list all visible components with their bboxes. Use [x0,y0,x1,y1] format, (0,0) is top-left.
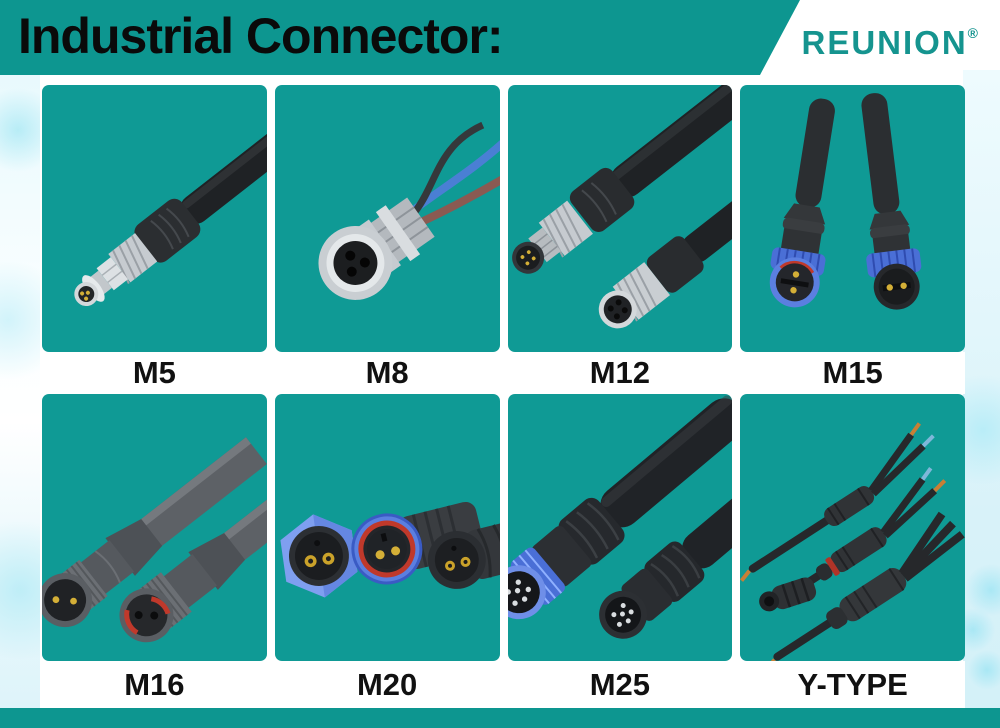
product-photo-m8 [274,85,500,352]
m20-connector-photo [280,501,500,598]
m15-connector-photo [770,93,922,310]
product-card-m15: M15 [740,85,965,394]
product-label-m8: M8 [274,352,500,394]
m5-connector [74,103,267,307]
left-circuit-decoration [0,70,40,710]
m15-female-connector [770,98,836,308]
product-photo-m16 [42,394,267,661]
product-card-m16: M16 [42,394,267,708]
product-photo-y-type [740,394,965,661]
m12-female-connector [598,158,733,329]
product-card-m20: M20 [274,394,500,708]
product-photo-m25 [507,394,733,661]
product-photo-m5 [42,85,267,352]
product-card-m5: M5 [42,85,267,394]
product-card-m8: M8 [274,85,500,394]
brand-logo: REUNION® [801,24,978,62]
y-type-splitter-photo [740,422,965,661]
product-label-m12: M12 [507,352,733,394]
product-label-m15: M15 [740,352,965,394]
m12-male-connector [511,85,733,274]
m16-female-connector [119,451,267,643]
page-title: Industrial Connector: [18,8,504,64]
m20-male-connector [351,501,484,585]
product-photo-m20 [274,394,500,661]
product-card-y-type: Y-TYPE [740,394,965,708]
m25-connector-photo [507,395,733,639]
y-splitter-top [740,422,936,582]
y-splitter-bottom [763,511,965,661]
m5-connector-photo [74,103,267,307]
product-card-m25: M25 [507,394,733,708]
m12-connector-photo [511,85,733,329]
header-banner: Industrial Connector: [0,0,800,75]
m16-connector-photo [42,437,267,643]
footer-bar [0,708,1000,728]
m15-male-connector [861,93,922,310]
m20-panel-mount-connector [280,514,358,598]
registered-trademark-icon: ® [967,25,978,41]
product-grid: M5 [42,85,965,708]
m20-female-connector [427,516,500,589]
small-coupler [759,577,817,612]
m8-connector [318,197,435,300]
product-photo-m12 [507,85,733,352]
product-label-m20: M20 [274,661,500,708]
product-card-m12: M12 [507,85,733,394]
m25-blue-ring-connector [507,395,733,620]
product-label-y-type: Y-TYPE [740,661,965,708]
product-photo-m15 [740,85,965,352]
product-label-m25: M25 [507,661,733,708]
m16-male-connector [42,437,267,628]
m25-black-connector [598,453,733,639]
product-label-m5: M5 [42,352,267,394]
brand-name: REUNION [801,24,968,61]
m8-connector-photo [318,121,500,300]
product-label-m16: M16 [42,661,267,708]
right-circuit-decoration [963,70,1000,710]
